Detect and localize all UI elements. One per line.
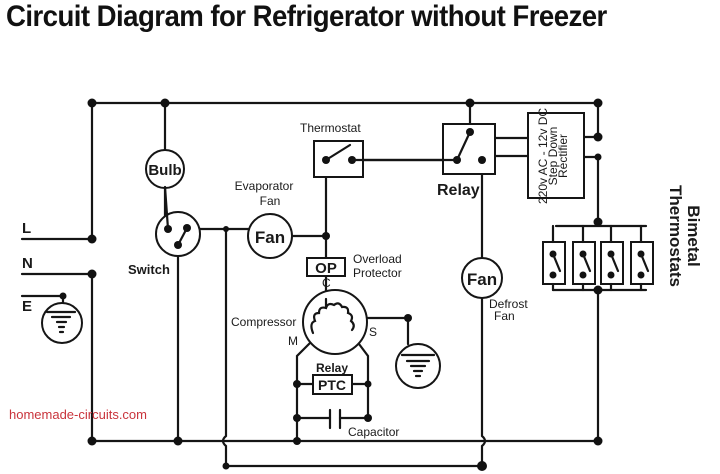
rectifier: 220v AC - 12v DC Step Down Rectifier <box>527 108 585 204</box>
rectifier-label-2: Step Down <box>546 127 560 186</box>
junction <box>593 98 603 108</box>
defrost-fan: Fan Defrost Fan <box>461 257 528 323</box>
overload-label-2: Protector <box>353 266 402 280</box>
ptc-relay: Relay PTC <box>312 361 353 395</box>
defrost-fan-label-2: Fan <box>494 309 515 323</box>
compressor-winding-icon <box>310 302 355 335</box>
compressor-icon <box>302 289 368 355</box>
junction <box>173 436 183 446</box>
overload-label-1: Overload <box>353 252 402 266</box>
door-switch: Switch <box>128 185 201 277</box>
defrost-fan-label-1: Defrost <box>489 297 528 311</box>
junction <box>593 132 603 142</box>
earth-symbol-left <box>41 302 83 344</box>
bimetal-thermostat-switch <box>542 224 566 292</box>
junction <box>594 153 602 161</box>
fan-icon <box>461 257 503 299</box>
defrost-fan-symbol: Fan <box>467 270 497 289</box>
thermostat: Thermostat <box>300 121 364 178</box>
terminal-earth-label: E <box>22 298 32 315</box>
junction <box>160 98 170 108</box>
junction <box>59 292 67 300</box>
watermark: homemade-circuits.com <box>9 407 147 422</box>
wire-compressor-s <box>354 338 370 420</box>
junctions <box>59 98 603 471</box>
bimetal-label-1: Bimetal <box>684 205 703 266</box>
junction <box>364 414 372 422</box>
rectifier-label-1: 220v AC - 12v DC <box>536 108 550 204</box>
junction <box>87 98 97 108</box>
diagram-title: Circuit Diagram for Refrigerator without… <box>6 0 607 33</box>
compressor-terminal-s: S <box>369 325 377 339</box>
relay-label: Relay <box>437 182 480 199</box>
terminal-neutral-label: N <box>22 255 33 272</box>
junction <box>404 314 412 322</box>
rectifier-label-3: Rectifier <box>556 134 570 178</box>
junction <box>87 234 97 244</box>
evaporator-fan: Fan Evaporator Fan <box>235 179 294 259</box>
junction <box>87 269 97 279</box>
bimetal-label-2: Thermostats <box>666 185 685 287</box>
wire-compressor-m <box>295 338 315 443</box>
compressor: C M S Compressor <box>231 276 377 355</box>
bimetal-thermostat-switch <box>630 224 654 292</box>
junction <box>593 217 603 227</box>
bimetal-thermostats <box>542 224 654 292</box>
switch-icon <box>155 211 201 257</box>
bimetal-thermostat-switch <box>600 224 624 292</box>
junction <box>223 226 229 232</box>
switch-label: Switch <box>128 262 170 277</box>
junction <box>593 436 603 446</box>
junction <box>593 285 603 295</box>
ptc-relay-label: Relay <box>316 361 348 375</box>
overload-protector: OP Overload Protector <box>306 252 402 280</box>
compressor-terminal-m: M <box>288 334 298 348</box>
overload-icon <box>306 257 346 277</box>
bulb: Bulb <box>145 149 185 189</box>
terminal-live-label: L <box>22 220 31 237</box>
earth-symbol-compressor <box>395 343 441 389</box>
ptc-icon <box>312 374 353 395</box>
compressor-label: Compressor <box>231 315 296 329</box>
junction <box>477 461 487 471</box>
evaporator-fan-label-2: Fan <box>260 194 281 208</box>
fan-icon <box>247 213 293 259</box>
bulb-label: Bulb <box>148 162 181 179</box>
compressor-terminal-c: C <box>322 276 331 290</box>
junction <box>293 380 301 388</box>
ptc-symbol: PTC <box>318 377 346 393</box>
wire-tap-down <box>221 227 228 468</box>
overload-symbol: OP <box>315 260 337 277</box>
junction <box>322 232 330 240</box>
junction <box>222 462 230 470</box>
rectifier-icon <box>527 112 585 199</box>
junction <box>465 98 475 108</box>
junction <box>293 437 301 445</box>
capacitor-label: Capacitor <box>348 425 399 439</box>
junction <box>87 436 97 446</box>
junction <box>364 380 372 388</box>
junction <box>293 414 301 422</box>
relay: Relay <box>350 123 496 199</box>
thermostat-label: Thermostat <box>300 121 361 135</box>
bimetal-thermostat-switch <box>572 224 596 292</box>
evaporator-fan-label-1: Evaporator <box>235 179 294 193</box>
evaporator-fan-symbol: Fan <box>255 228 285 247</box>
